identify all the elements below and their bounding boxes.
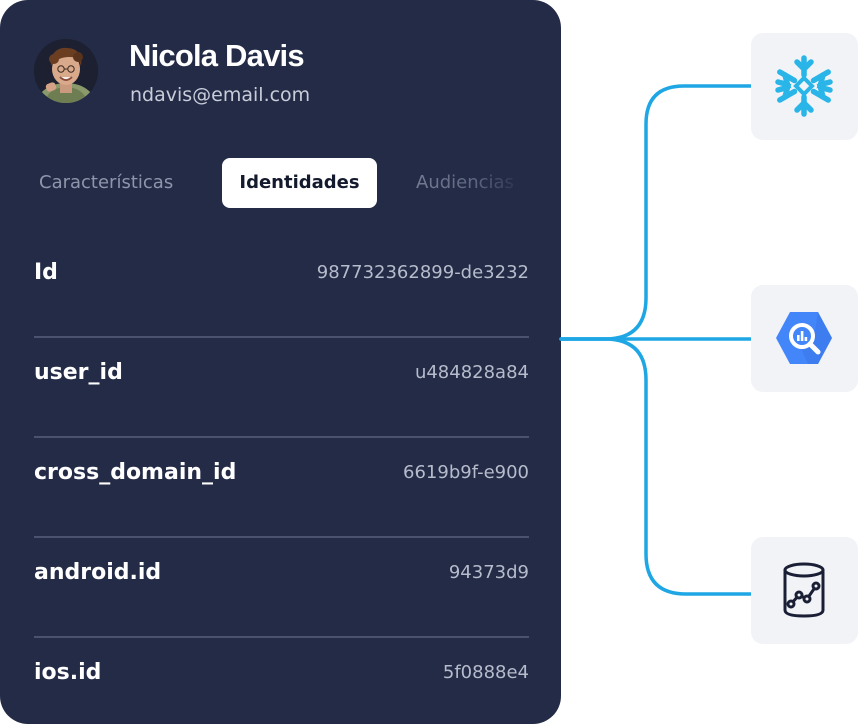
profile-name: Nicola Davis [129,38,305,73]
tab-audiencias[interactable]: Audiencias [416,172,514,193]
identity-value: 6619b9f-e900 [403,462,529,483]
identity-label: ios.id [34,660,102,685]
identity-value: 94373d9 [448,562,529,583]
bigquery-destination-tile[interactable] [751,285,858,392]
database-destination-tile[interactable] [751,537,858,644]
database-analytics-icon [783,562,825,618]
identity-value: u484828a84 [414,362,529,383]
identity-row-cross-domain-id: cross_domain_id 6619b9f-e900 [34,436,529,538]
profile-email: ndavis@email.com [130,84,311,106]
avatar [34,39,98,103]
identity-label: user_id [34,360,123,385]
identity-row-ios-id: ios.id 5f0888e4 [34,636,529,724]
identity-row-user-id: user_id u484828a84 [34,336,529,438]
identity-label: android.id [34,560,162,585]
identity-label: cross_domain_id [34,460,237,485]
profile-card: Nicola Davis ndavis@email.com Caracterís… [0,0,561,724]
snowflake-destination-tile[interactable] [751,33,858,140]
bigquery-icon [776,312,832,364]
identity-row-id: Id 987732362899-de3232 [34,236,529,338]
identity-row-android-id: android.id 94373d9 [34,536,529,638]
identity-value: 5f0888e4 [442,662,529,683]
identity-value: 987732362899-de3232 [316,262,529,283]
tab-identidades[interactable]: Identidades [222,158,377,208]
snowflake-icon [775,55,833,117]
identity-label: Id [34,260,58,285]
tab-caracteristicas[interactable]: Características [39,172,174,193]
